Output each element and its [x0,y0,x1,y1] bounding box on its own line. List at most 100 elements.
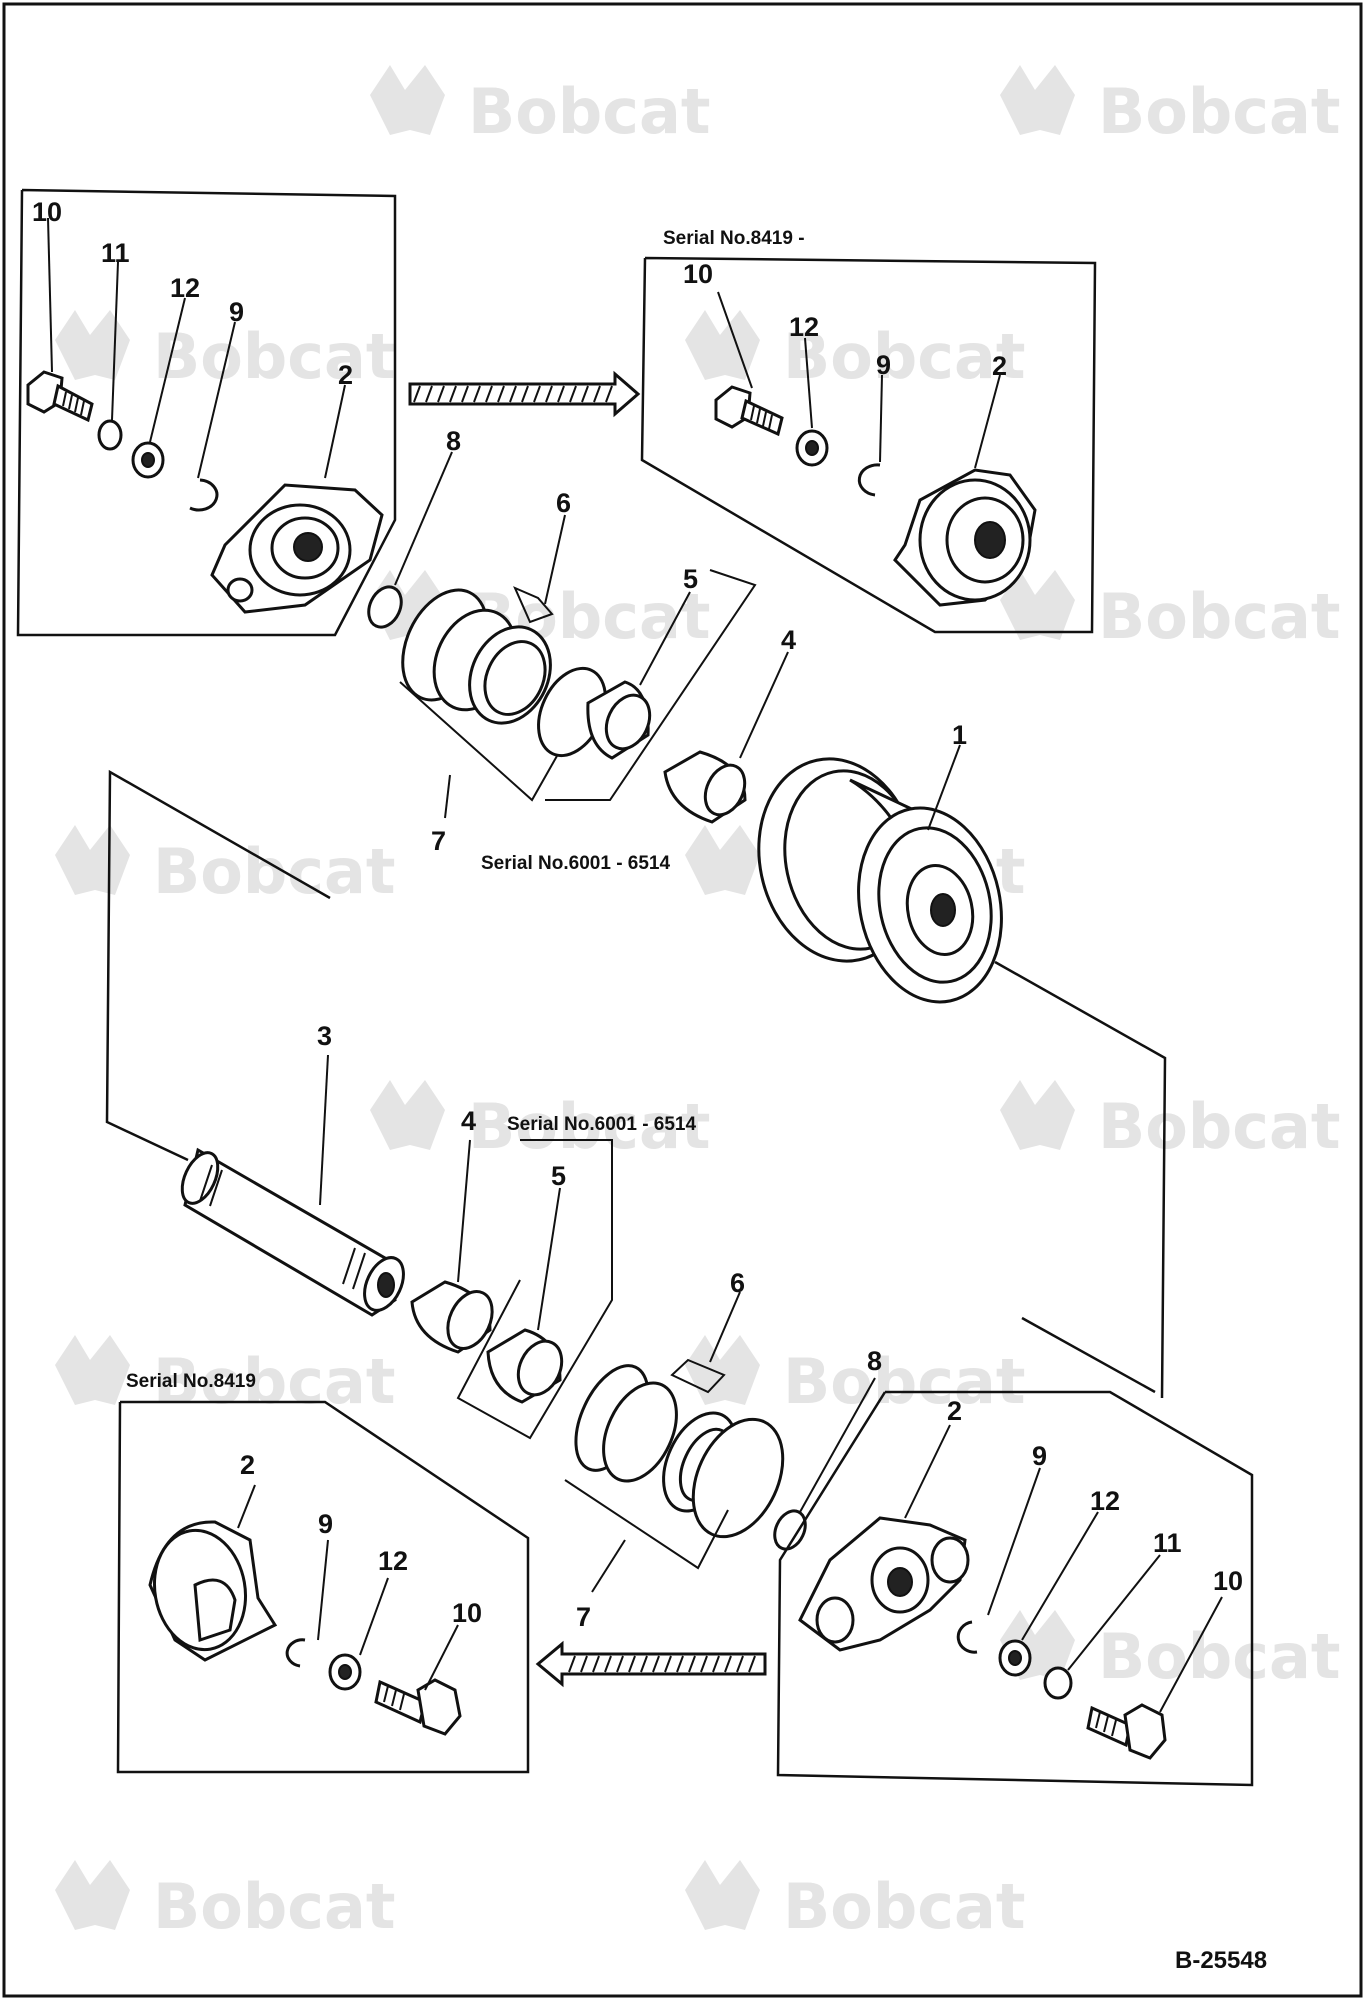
watermark-layer: Bobcat Bobcat Bobcat Bobcat Bobcat Bobca… [55,65,1340,1943]
inset-frame [776,1390,1254,1787]
inset-top-left: 10 11 12 9 2 [16,188,397,637]
callout-11: 11 [101,238,130,268]
watermark-text: Bobcat [468,75,710,148]
seal-part [602,1381,678,1483]
bobcat-logo-icon [685,310,760,380]
watermark-text: Bobcat [1098,1620,1340,1693]
watermark: Bobcat [55,1335,395,1418]
watermark-text: Bobcat [783,1345,1025,1418]
document-id: B-25548 [1175,1947,1267,1974]
callout-2: 2 [992,351,1007,381]
callout-5: 5 [551,1161,566,1191]
bolt-part [714,385,784,437]
bracket-part [893,468,1037,607]
watermark-text: Bobcat [153,1345,395,1418]
group-bracket [564,1479,729,1570]
bolt-part [26,370,94,423]
inset-frame [640,256,1097,634]
watermark: Bobcat [1000,1610,1340,1693]
o-ring-part [691,1417,785,1539]
upper-seal-group: 8 6 7 5 4 Serial No.6001 - 6514 [367,426,796,874]
callout-3: 3 [317,1021,332,1051]
watermark-text: Bobcat [1098,75,1340,148]
snap-ring-part [189,478,219,512]
callout-12: 12 [378,1546,408,1576]
bracket-part [798,1516,970,1652]
callout-2: 2 [338,360,353,390]
bobcat-logo-icon [370,1080,445,1150]
explode-guide-lines [105,769,1167,1399]
lock-washer-part [1043,1666,1073,1700]
callout-9: 9 [1032,1441,1047,1471]
inset-bottom-left: Serial No.8419 2 9 12 10 [116,1371,530,1774]
bobcat-logo-icon [685,825,760,895]
bobcat-logo-icon [685,1335,760,1405]
bobcat-logo-icon [1000,570,1075,640]
callout-7: 7 [576,1602,591,1632]
bracket-part [148,1520,278,1662]
inset-frame [116,1400,530,1774]
lock-washer-part [97,419,123,451]
bobcat-logo-icon [370,65,445,135]
group-bracket [456,1139,613,1440]
bobcat-logo-icon [685,1860,760,1930]
track-roller-part: 1 [757,720,1003,1004]
callout-11: 11 [1153,1528,1182,1558]
callout-2: 2 [947,1396,962,1426]
bobcat-logo-icon [55,310,130,380]
callout-8: 8 [867,1346,882,1376]
watermark-text: Bobcat [783,1870,1025,1943]
callout-9: 9 [876,350,891,380]
callout-9: 9 [318,1509,333,1539]
callout-9: 9 [229,297,244,327]
snap-ring-part [857,463,881,497]
watermark: Bobcat [370,1080,710,1163]
serial-note: Serial No.6001 - 6514 [507,1114,696,1135]
callout-2: 2 [240,1450,255,1480]
callout-8: 8 [446,426,461,456]
watermark: Bobcat [1000,1080,1340,1163]
watermark-text: Bobcat [153,320,395,393]
watermark: Bobcat [685,1335,1025,1418]
callout-4: 4 [781,625,796,655]
bobcat-logo-icon [1000,65,1075,135]
bolt-part [374,1678,462,1736]
replacement-arrow-right [408,370,641,418]
o-ring-part [773,1509,807,1551]
replacement-arrow-left [535,1640,767,1688]
watermark-text: Bobcat [783,320,1025,393]
watermark: Bobcat [55,825,395,908]
watermark: Bobcat [370,65,710,148]
inset-bottom-right: 2 9 12 11 10 [776,1390,1254,1787]
watermark-text: Bobcat [468,1090,710,1163]
watermark: Bobcat [55,310,395,393]
callout-6: 6 [730,1268,745,1298]
watermark-text: Bobcat [1098,1090,1340,1163]
inset-frame [16,188,397,637]
bobcat-logo-icon [55,825,130,895]
watermark: Bobcat [1000,65,1340,148]
bobcat-logo-icon [1000,1080,1075,1150]
callout-12: 12 [170,273,200,303]
shaft-part: 3 [180,1021,405,1317]
callout-7: 7 [431,826,446,856]
callout-10: 10 [683,259,713,289]
callout-1: 1 [952,720,967,750]
watermark: Bobcat [1000,570,1340,653]
snap-ring-part [956,1620,978,1654]
callout-4: 4 [461,1106,476,1136]
watermark: Bobcat [55,1860,395,1943]
serial-note: Serial No.8419 [126,1371,256,1392]
callout-12: 12 [1090,1486,1120,1516]
callout-10: 10 [452,1598,482,1628]
callout-10: 10 [32,197,62,227]
o-ring-part [367,585,403,629]
group-bracket [545,569,757,801]
inset-top-right: Serial No.8419 - 10 12 9 2 [640,228,1097,634]
callout-12: 12 [789,312,819,342]
bolt-part [1086,1703,1167,1760]
watermark-text: Bobcat [153,1870,395,1943]
